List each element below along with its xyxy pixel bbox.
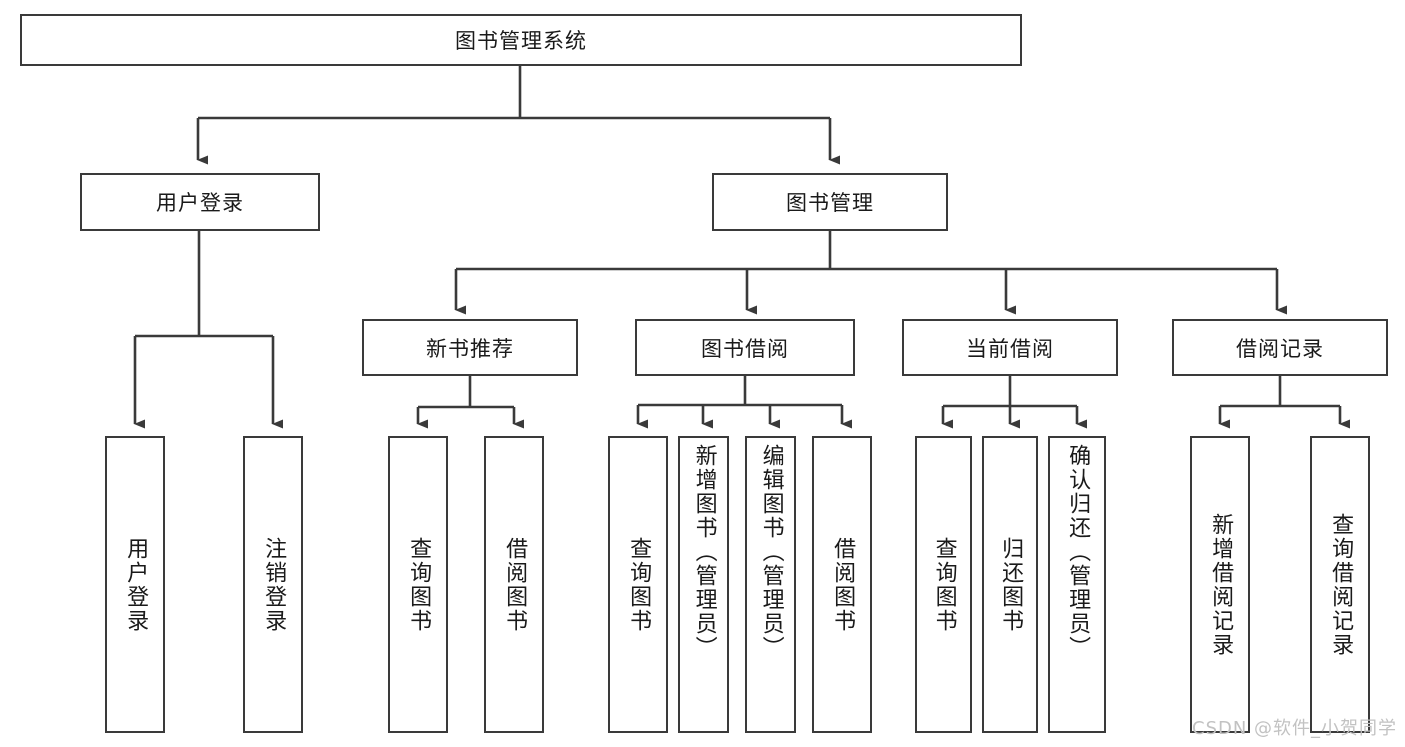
- leaf-query-book-cb[interactable]: 查询图书: [915, 436, 972, 733]
- node-book-borrow[interactable]: 图书借阅: [635, 319, 855, 376]
- leaf-edit-book-admin[interactable]: 编辑图书（管理员）: [745, 436, 796, 733]
- node-user-login[interactable]: 用户登录: [80, 173, 320, 231]
- leaf-add-book-admin[interactable]: 新增图书（管理员）: [678, 436, 729, 733]
- leaf-label: 查询图书: [406, 536, 432, 633]
- leaf-label: 确认归还（管理员）: [1065, 444, 1091, 660]
- leaf-label: 查询图书: [931, 536, 957, 633]
- node-label: 图书借阅: [701, 336, 789, 361]
- leaf-confirm-return-admin[interactable]: 确认归还（管理员）: [1048, 436, 1106, 733]
- leaf-label: 新增图书（管理员）: [691, 444, 717, 660]
- node-new-book-recommend[interactable]: 新书推荐: [362, 319, 578, 376]
- node-label: 当前借阅: [966, 336, 1054, 361]
- leaf-add-borrow-record[interactable]: 新增借阅记录: [1190, 436, 1250, 733]
- node-label: 用户登录: [156, 191, 244, 215]
- leaf-query-borrow-record[interactable]: 查询借阅记录: [1310, 436, 1370, 733]
- node-label: 新书推荐: [426, 336, 514, 361]
- node-label: 图书管理系统: [455, 29, 587, 53]
- leaf-label: 编辑图书（管理员）: [758, 444, 784, 660]
- leaf-label: 归还图书: [998, 536, 1024, 633]
- leaf-label: 用户登录: [123, 536, 149, 633]
- leaf-logout[interactable]: 注销登录: [243, 436, 303, 733]
- leaf-query-book-nb[interactable]: 查询图书: [388, 436, 448, 733]
- node-root-system[interactable]: 图书管理系统: [20, 14, 1022, 66]
- leaf-borrow-book-nb[interactable]: 借阅图书: [484, 436, 544, 733]
- node-current-borrow[interactable]: 当前借阅: [902, 319, 1118, 376]
- node-label: 借阅记录: [1236, 336, 1324, 361]
- leaf-return-book[interactable]: 归还图书: [982, 436, 1038, 733]
- leaf-label: 借阅图书: [502, 536, 528, 633]
- leaf-label: 查询图书: [626, 536, 652, 633]
- leaf-borrow-book-bb[interactable]: 借阅图书: [812, 436, 872, 733]
- leaf-label: 查询借阅记录: [1328, 512, 1354, 657]
- node-book-management[interactable]: 图书管理: [712, 173, 948, 231]
- leaf-label: 新增借阅记录: [1208, 512, 1234, 657]
- leaf-query-book-bb[interactable]: 查询图书: [608, 436, 668, 733]
- csdn-watermark: CSDN @软件_小贺同学: [1192, 718, 1398, 739]
- leaf-user-login[interactable]: 用户登录: [105, 436, 165, 733]
- leaf-label: 注销登录: [261, 536, 287, 633]
- node-borrow-records[interactable]: 借阅记录: [1172, 319, 1388, 376]
- leaf-label: 借阅图书: [830, 536, 856, 633]
- node-label: 图书管理: [786, 191, 874, 215]
